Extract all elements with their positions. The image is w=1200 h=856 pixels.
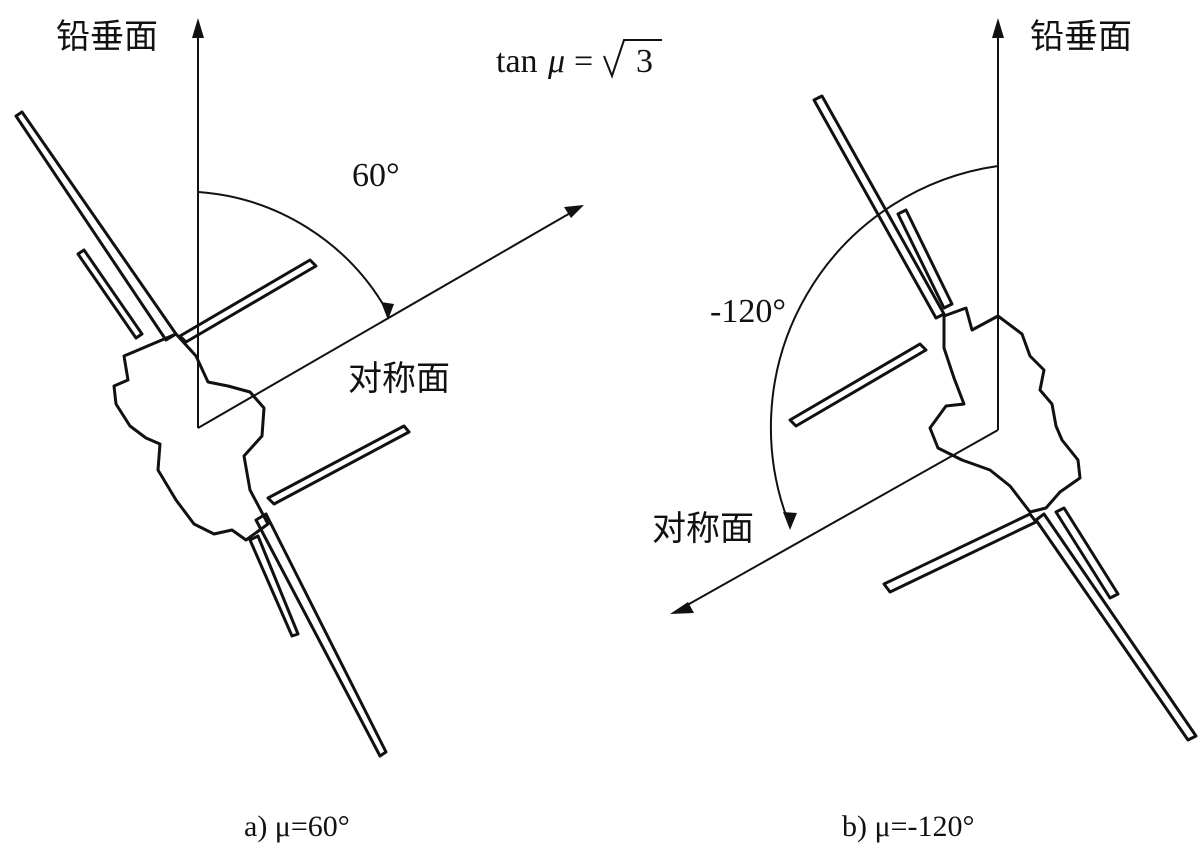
panel-a-symmetry-axis [197, 205, 584, 429]
panel-b-caption: b) μ=-120° [842, 810, 974, 843]
panel-a-formula: tan μ = 3 [496, 39, 662, 80]
radical-sign-icon [603, 39, 662, 79]
panel-a-caption: a) μ=60° [244, 810, 350, 843]
panel-b-vertical-label: 铅垂面 [1030, 17, 1132, 57]
formula-radicand: 3 [636, 43, 653, 80]
formula-equals: = [574, 43, 593, 80]
panel-a: 铅垂面 60° 对称面 tan μ = 3 a) μ=60° [14, 17, 662, 843]
panel-a-angle-arc [197, 191, 394, 320]
panel-b-vertical-axis [992, 18, 1004, 430]
panel-b: 铅垂面 -120° 对称面 b) μ=-120° [652, 17, 1198, 843]
panel-b-angle-label: -120° [710, 293, 786, 330]
panel-b-symmetry-axis [670, 429, 999, 614]
formula-tan: tan [496, 43, 538, 80]
panel-b-component [788, 94, 1198, 742]
formula-mu: μ [547, 43, 565, 80]
panel-a-symmetry-label: 对称面 [348, 359, 450, 399]
panel-a-angle-label: 60° [352, 157, 400, 194]
panel-a-component [14, 110, 411, 758]
panel-b-angle-arc [769, 165, 999, 530]
panel-a-vertical-label: 铅垂面 [56, 17, 158, 57]
panel-b-symmetry-label: 对称面 [652, 509, 754, 549]
